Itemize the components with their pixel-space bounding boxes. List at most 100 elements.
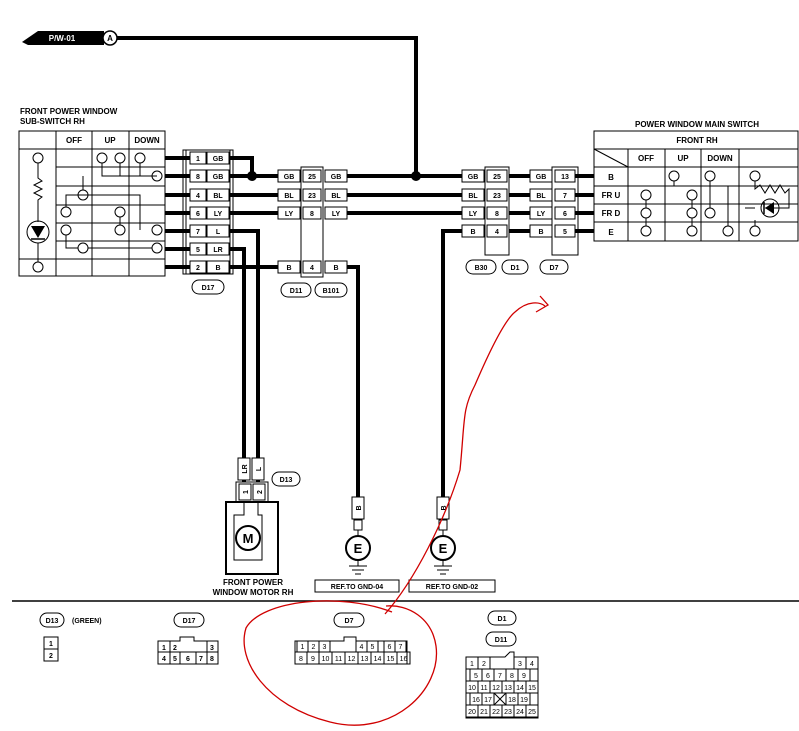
svg-text:LY: LY	[332, 211, 341, 218]
svg-text:4: 4	[310, 265, 314, 272]
d7-pin-label: 13	[361, 656, 369, 663]
svg-text:D11: D11	[495, 637, 508, 644]
svg-text:L: L	[256, 466, 263, 471]
svg-text:B: B	[441, 505, 448, 510]
d7-pin	[396, 651, 411, 665]
svg-text:GB: GB	[284, 174, 295, 181]
svg-text:LY: LY	[285, 211, 294, 218]
red-annotation	[243, 295, 550, 726]
d1-blank-pin	[493, 692, 507, 706]
svg-text:5: 5	[563, 229, 567, 236]
motor-title-2: WINDOW MOTOR RH	[213, 588, 294, 597]
d1-pin-label: 16	[472, 697, 480, 704]
d1-pin-label: 12	[492, 685, 500, 692]
main-row-fru: FR U	[602, 191, 621, 200]
ground-2: B E REF.TO GND-02	[408, 496, 496, 593]
d7-pin-label: 10	[322, 656, 330, 663]
d1-pin-label: 23	[504, 709, 512, 716]
top-wire-code: P/W-01	[49, 34, 76, 43]
main-switch-title: POWER WINDOW MAIN SWITCH	[635, 120, 759, 129]
mid-label-d11: D11	[280, 282, 312, 298]
svg-text:4: 4	[162, 656, 166, 663]
d1-pin-label: 4	[530, 661, 534, 668]
right-label-d1: D1	[501, 259, 529, 275]
svg-text:BL: BL	[284, 193, 294, 200]
ground-1: B E REF.TO GND-04	[314, 496, 400, 593]
svg-text:D13: D13	[280, 477, 293, 484]
svg-text:7: 7	[199, 656, 203, 663]
svg-text:2: 2	[196, 265, 200, 272]
svg-text:13: 13	[561, 174, 569, 181]
d1-pin-label: 25	[528, 709, 536, 716]
svg-text:2: 2	[49, 653, 53, 660]
d1-pin-label: 7	[498, 673, 502, 680]
svg-text:25: 25	[308, 174, 316, 181]
svg-text:23: 23	[308, 193, 316, 200]
svg-text:7: 7	[196, 229, 200, 236]
d1-pin-label: 17	[484, 697, 492, 704]
d1-pin-label: 19	[520, 697, 528, 704]
svg-text:25: 25	[493, 174, 501, 181]
svg-text:D1: D1	[498, 616, 507, 623]
svg-text:1: 1	[196, 156, 200, 163]
svg-text:GB: GB	[213, 156, 224, 163]
d1-pin-label: 8	[510, 673, 514, 680]
svg-text:REF.TO GND-04: REF.TO GND-04	[331, 584, 383, 591]
d1-pin-label: 24	[516, 709, 524, 716]
svg-text:BL: BL	[536, 193, 546, 200]
connector-view-d17: D17 1 2 3 4 5 6 7 8	[157, 612, 219, 665]
svg-text:(GREEN): (GREEN)	[72, 618, 102, 625]
d7-pin-label: 3	[323, 644, 327, 651]
connector-view-d13: D13 (GREEN) 1 2	[39, 612, 102, 662]
main-row-b: B	[608, 173, 614, 182]
d1-pin-label: 3	[518, 661, 522, 668]
svg-text:8: 8	[210, 656, 214, 663]
svg-text:LY: LY	[469, 211, 478, 218]
d7-pin-label: 7	[399, 644, 403, 651]
svg-text:23: 23	[493, 193, 501, 200]
svg-text:LY: LY	[537, 211, 546, 218]
d7-pin-label: 8	[299, 656, 303, 663]
svg-text:B: B	[356, 505, 363, 510]
svg-text:4: 4	[196, 193, 200, 200]
d1-pin-label: 11	[480, 685, 487, 692]
svg-text:1: 1	[49, 641, 53, 648]
svg-text:REF.TO GND-02: REF.TO GND-02	[426, 584, 478, 591]
main-switch-subtitle: FRONT RH	[676, 136, 718, 145]
motor-body: M	[225, 501, 279, 575]
d1-pin-label: 13	[504, 685, 512, 692]
d7-pin-label: 9	[311, 656, 315, 663]
main-col-up: UP	[677, 154, 689, 163]
sub-switch-title-1: FRONT POWER WINDOW	[20, 107, 118, 116]
svg-text:3: 3	[210, 645, 214, 652]
svg-text:6: 6	[186, 656, 190, 663]
svg-text:GB: GB	[331, 174, 342, 181]
svg-text:E: E	[439, 541, 448, 556]
svg-text:7: 7	[563, 193, 567, 200]
svg-text:D13: D13	[46, 618, 59, 625]
svg-text:D7: D7	[345, 618, 354, 625]
motor-title-1: FRONT POWER	[223, 578, 283, 587]
svg-text:L: L	[216, 229, 221, 236]
d7-pin-label: 12	[348, 656, 356, 663]
main-switch-table: FRONT RH OFF UP DOWN B FR U FR D E	[593, 130, 799, 242]
svg-text:8: 8	[310, 211, 314, 218]
d7-pin-label: 16	[400, 656, 408, 663]
svg-text:D11: D11	[290, 288, 303, 295]
d7-pin-label: 2	[312, 644, 316, 651]
svg-text:GB: GB	[468, 174, 479, 181]
motor-wire-labels: LR L	[237, 457, 265, 481]
right-label-b30: B30	[465, 259, 497, 275]
sub-col-down: DOWN	[134, 136, 160, 145]
svg-text:B: B	[215, 265, 220, 272]
